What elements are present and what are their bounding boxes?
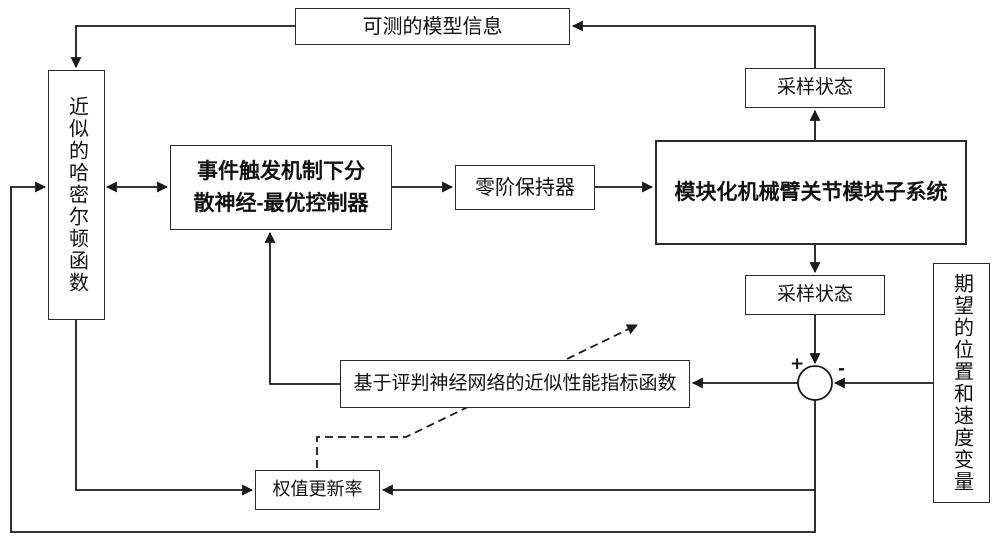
sample-state-bottom-label: 采样状态	[776, 283, 853, 305]
box-desired-position-velocity: 期望的位置和速度变量	[933, 263, 990, 503]
arrow-sample-top-to-model-info	[571, 20, 816, 68]
measurable-model-info-label: 可测的模型信息	[362, 15, 503, 38]
box-weight-update-rate: 权值更新率	[255, 470, 380, 510]
box-event-triggered-controller: 事件触发机制下分 散神经-最优控制器	[170, 145, 392, 230]
arrow-critic-to-controller	[264, 231, 340, 385]
zero-order-holder-label: 零阶保持器	[475, 176, 575, 199]
critic-performance-function-label: 基于评判神经网络的近似性能指标函数	[353, 372, 677, 394]
weight-update-rate-label: 权值更新率	[272, 479, 363, 500]
modular-manipulator-subsystem-label: 模块化机械臂关节模块子系统	[674, 180, 948, 204]
box-sample-state-bottom: 采样状态	[745, 275, 885, 315]
arrow-model-info-to-hamiltonian	[70, 25, 295, 69]
box-approximate-hamiltonian: 近似的哈密尔顿函数	[48, 70, 105, 320]
controller-label-line1: 事件触发机制下分	[197, 160, 365, 183]
box-sample-state-top: 采样状态	[745, 68, 885, 108]
sum-junction	[797, 365, 833, 401]
box-zero-order-holder: 零阶保持器	[455, 165, 595, 210]
sum-plus-sign: +	[790, 354, 804, 374]
arrow-feedback-loop-to-hamiltonian	[10, 181, 816, 533]
arrow-hamiltonian-to-weight-update	[75, 320, 254, 496]
sample-state-top-label: 采样状态	[776, 76, 853, 98]
controller-label-line2: 散神经-最优控制器	[193, 191, 369, 215]
box-critic-performance-function: 基于评判神经网络的近似性能指标函数	[340, 360, 690, 408]
sum-minus-sign: -	[838, 359, 845, 379]
box-modular-manipulator-subsystem: 模块化机械臂关节模块子系统	[655, 140, 967, 245]
approximate-hamiltonian-label: 近似的哈密尔顿函数	[65, 96, 88, 294]
desired-position-velocity-label: 期望的位置和速度变量	[950, 273, 973, 493]
box-measurable-model-info: 可测的模型信息	[295, 8, 570, 45]
